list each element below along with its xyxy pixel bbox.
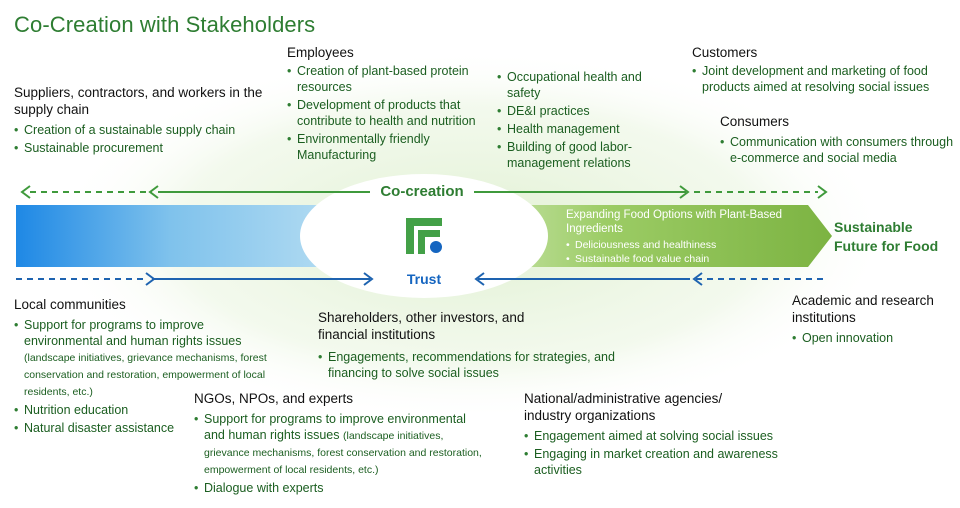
agencies-group: National/administrative agencies/ indust… [524, 390, 794, 480]
list-item: Engagements, recommendations for strateg… [318, 349, 618, 381]
list-item: Creation of plant-based protein resource… [287, 63, 487, 95]
list-item: Natural disaster assistance [14, 420, 279, 436]
consumers-group: Consumers Communication with consumers t… [720, 113, 956, 168]
ngos-item1-note: (landscape initiatives, grievance mechan… [204, 430, 482, 476]
banner-item: Deliciousness and healthiness [566, 238, 806, 252]
ngos-item1: Support for programs to improve environm… [204, 412, 466, 442]
banner-heading: Expanding Food Options with Plant-Based … [566, 209, 783, 235]
future-line1: Sustainable [834, 219, 913, 235]
ngos-group: NGOs, NPOs, and experts Support for prog… [194, 390, 484, 498]
cocreation-arrow [20, 185, 828, 199]
employees-title: Employees [287, 45, 354, 60]
cocreation-label: Co-creation [380, 183, 464, 200]
list-item: Engagement aimed at solving social issue… [524, 428, 794, 444]
employees-group: Employees Creation of plant-based protei… [287, 44, 487, 165]
list-item: Development of products that contribute … [287, 97, 487, 129]
customers-title: Customers [692, 45, 758, 60]
employees-group-right: Occupational health and safety DE&I prac… [497, 67, 647, 173]
list-item: Nutrition education [14, 402, 279, 418]
list-item: Engaging in market creation and awarenes… [524, 446, 794, 478]
list-item: Building of good labor-management relati… [497, 139, 647, 171]
shareholders-title: Shareholders, other investors, and finan… [318, 310, 525, 342]
academic-group: Academic and research institutions Open … [792, 292, 952, 348]
local-item1-note: (landscape initiatives, grievance mechan… [24, 352, 267, 398]
list-item: Support for programs to improve environm… [14, 317, 279, 400]
list-item: Joint development and marketing of food … [692, 63, 952, 95]
academic-title: Academic and research institutions [792, 293, 934, 325]
shareholders-group: Shareholders, other investors, and finan… [318, 309, 618, 383]
list-item: DE&I practices [497, 103, 647, 119]
customers-group: Customers Joint development and marketin… [692, 44, 952, 97]
future-line2: Future for Food [834, 238, 939, 254]
trust-arrow [16, 272, 826, 286]
list-item: Open innovation [792, 330, 952, 346]
consumers-title: Consumers [720, 114, 790, 129]
list-item: Communication with consumers through e-c… [720, 134, 956, 166]
suppliers-title: Suppliers, contractors, and workers in t… [14, 85, 263, 117]
list-item: Health management [497, 121, 647, 137]
ngos-title: NGOs, NPOs, and experts [194, 391, 354, 406]
list-item: Support for programs to improve environm… [194, 411, 484, 478]
list-item: Occupational health and safety [497, 69, 647, 101]
plant-based-banner: Expanding Food Options with Plant-Based … [566, 208, 806, 266]
list-item: Environmentally friendly Manufacturing [287, 131, 487, 163]
suppliers-group: Suppliers, contractors, and workers in t… [14, 84, 264, 158]
list-item: Creation of a sustainable supply chain [14, 122, 264, 138]
agencies-title: National/administrative agencies/ indust… [524, 391, 723, 423]
banner-item: Sustainable food value chain [566, 252, 806, 266]
list-item: Sustainable procurement [14, 140, 264, 156]
local-item1: Support for programs to improve environm… [24, 318, 242, 348]
local-communities-group: Local communities Support for programs t… [14, 296, 279, 438]
company-logo-icon [406, 218, 442, 254]
sustainable-future-label: Sustainable Future for Food [834, 218, 954, 256]
page-title: Co-Creation with Stakeholders [14, 12, 316, 37]
trust-label: Trust [406, 271, 442, 287]
list-item: Dialogue with experts [194, 480, 484, 496]
local-title: Local communities [14, 297, 126, 312]
